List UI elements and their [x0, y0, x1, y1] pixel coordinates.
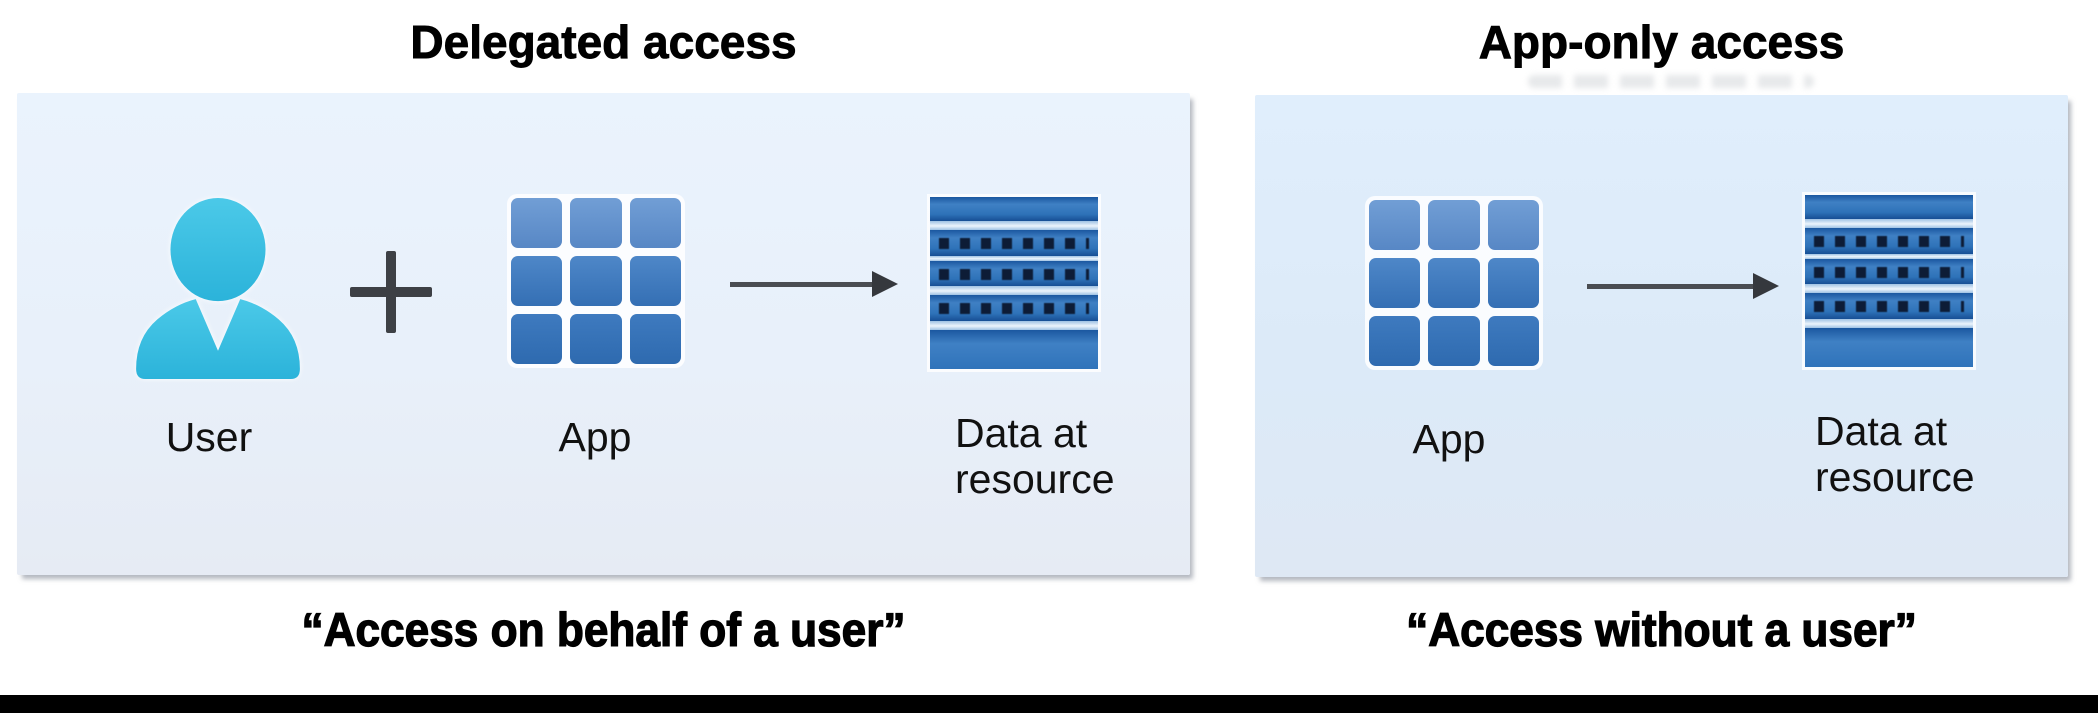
app-grid-cell: [629, 256, 681, 306]
app-grid-cell: [629, 198, 681, 248]
app-grid-cell: [1428, 200, 1480, 250]
bottom-black-bar: [0, 695, 2098, 713]
db-bar-dots: [930, 295, 1098, 322]
user-icon: [136, 198, 300, 379]
db-bar: [1805, 195, 1973, 219]
app-label: App: [558, 414, 632, 460]
db-gap: [1805, 218, 1973, 228]
app-grid-cell: [570, 256, 622, 306]
db-bar-dots: [930, 229, 1098, 256]
right-arrow-icon: [1587, 271, 1779, 301]
app-grid-cell: [1428, 258, 1480, 308]
app-grid-cell: [1369, 258, 1421, 308]
data-at-resource-label: Data at resource: [1815, 408, 1975, 500]
db-bar-dots: [1805, 293, 1973, 320]
data-at-resource-label: Data at resource: [955, 410, 1115, 502]
app-only-access-title: App-only access: [1478, 16, 1845, 69]
app-grid-cell: [1428, 316, 1480, 366]
app-grid-cell: [511, 256, 563, 306]
plus-icon: [350, 251, 432, 333]
app-grid-icon: [507, 194, 685, 368]
db-bar-dots: [930, 260, 1098, 287]
app-grid-cell: [1487, 200, 1539, 250]
arrow-head: [872, 271, 898, 297]
app-grid-cell: [570, 198, 622, 248]
app-grid-cell: [1369, 316, 1421, 366]
db-gap: [930, 321, 1098, 331]
db-gap: [930, 220, 1098, 230]
app-only-access-panel: App Data at resource: [1255, 95, 2068, 577]
arrow-shaft: [730, 281, 872, 287]
app-grid-cell: [570, 314, 622, 364]
delegated-access-caption: “Access on behalf of a user”: [301, 602, 906, 656]
delegated-access-panel: User App Data at resource: [17, 93, 1190, 575]
app-grid-cell: [1369, 200, 1421, 250]
db-gap: [930, 286, 1098, 296]
app-grid-cell: [511, 314, 563, 364]
db-bar-dots: [1805, 227, 1973, 254]
db-bar: [930, 197, 1098, 221]
right-arrow-icon: [730, 269, 898, 299]
db-bar-dots: [1805, 258, 1973, 285]
user-label: User: [165, 414, 253, 460]
database-icon: [1805, 195, 1973, 367]
db-gap: [1805, 319, 1973, 329]
app-grid-cell: [1487, 258, 1539, 308]
app-grid-cell: [511, 198, 563, 248]
app-grid-cell: [1487, 316, 1539, 366]
db-gap: [930, 255, 1098, 261]
arrow-shaft: [1587, 283, 1753, 289]
app-grid-cell: [629, 314, 681, 364]
faded-text-artifact: [1528, 75, 1814, 88]
db-gap: [1805, 253, 1973, 259]
db-bar: [930, 330, 1098, 369]
database-icon: [930, 197, 1098, 369]
db-bar: [1805, 328, 1973, 367]
app-label: App: [1412, 416, 1486, 462]
arrow-head: [1753, 273, 1779, 299]
db-gap: [1805, 284, 1973, 294]
app-only-access-caption: “Access without a user”: [1406, 602, 1918, 656]
app-grid-icon: [1365, 196, 1543, 370]
delegated-access-title: Delegated access: [410, 16, 797, 69]
